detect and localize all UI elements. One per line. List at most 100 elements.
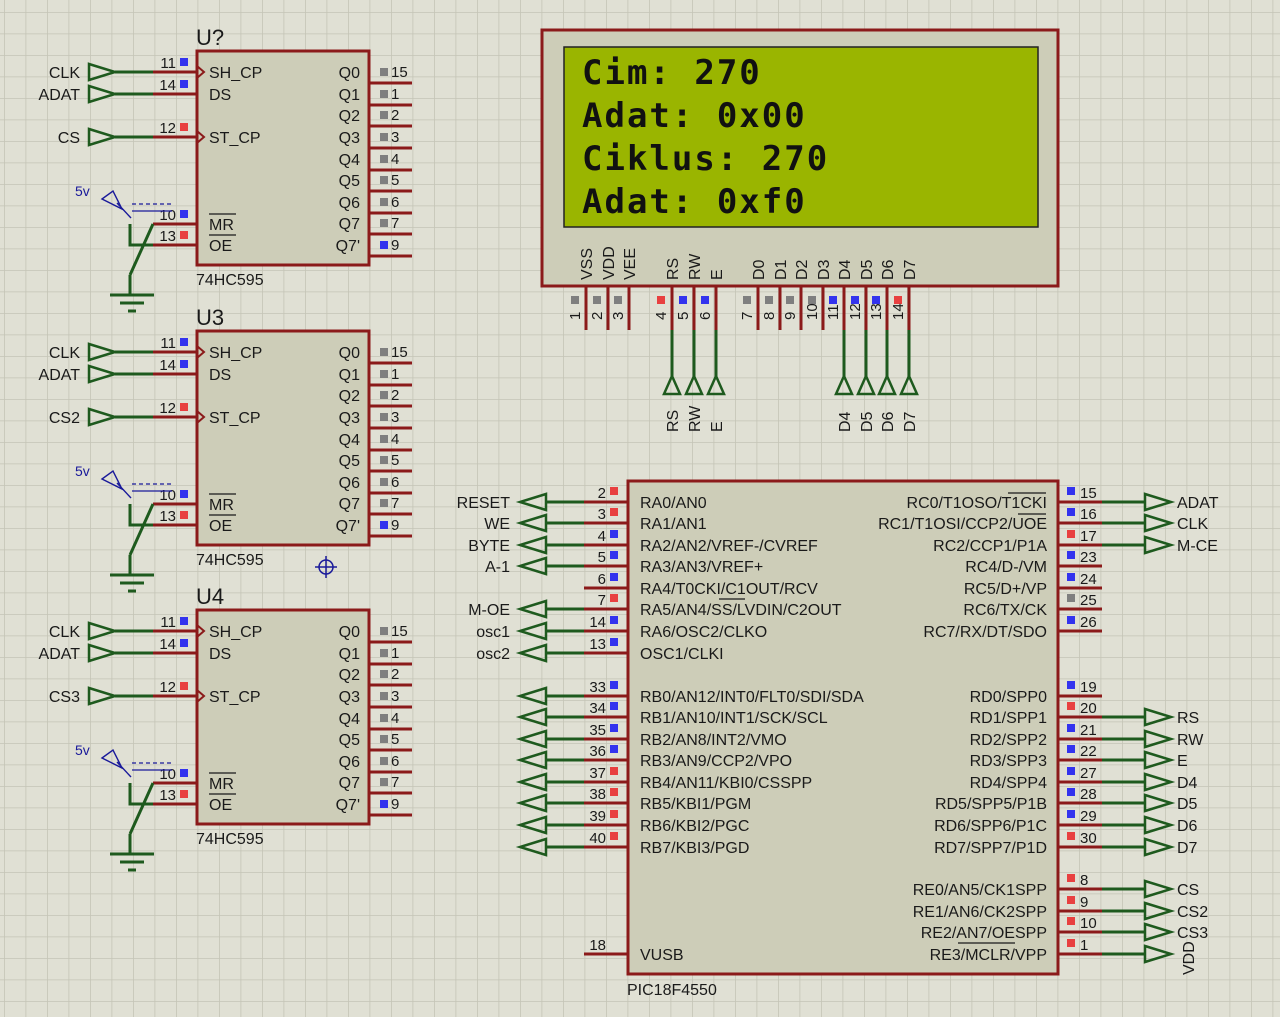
net-terminal-d7-icon[interactable]	[899, 372, 919, 396]
net-terminal-d6-icon[interactable]	[1143, 815, 1176, 835]
net-terminal-rs-icon[interactable]	[1143, 707, 1176, 727]
pin-q7b[interactable]: Q7'9	[336, 796, 412, 817]
pin-q7b[interactable]: Q7'9	[336, 517, 412, 538]
lcd-pin-e[interactable]: E6E	[697, 269, 726, 432]
net-terminal-adat-icon[interactable]	[87, 643, 120, 663]
net-terminal-rb-icon[interactable]	[515, 686, 548, 706]
net-terminal-rb-icon[interactable]	[515, 793, 548, 813]
net-terminal-m-ce-icon[interactable]	[1143, 535, 1176, 555]
net-terminal-rb-icon[interactable]	[515, 837, 548, 857]
net-terminal-rb-icon[interactable]	[515, 772, 548, 792]
shift-register-u4[interactable]: U474HC59511SH_CPCLK14DSADAT12ST_CPCS310M…	[39, 584, 412, 872]
net-terminal-clk-icon[interactable]	[87, 342, 120, 362]
net-terminal-d5-icon[interactable]	[856, 372, 876, 396]
net-terminal-we-icon[interactable]	[515, 513, 548, 533]
net-terminal-byte-icon[interactable]	[515, 535, 548, 555]
net-terminal-rw-icon[interactable]	[1143, 729, 1176, 749]
net-terminal-cs2-icon[interactable]	[87, 407, 120, 427]
chip-body[interactable]	[195, 608, 371, 826]
net-terminal-adat-icon[interactable]	[87, 364, 120, 384]
net-terminal-cs-icon[interactable]	[1143, 879, 1176, 899]
net-terminal-clk-icon[interactable]	[87, 621, 120, 641]
net-terminal-clk-icon[interactable]	[87, 62, 120, 82]
lcd-pin-d0[interactable]: D07	[739, 259, 768, 330]
shift-register-u3[interactable]: U374HC59511SH_CPCLK14DSADAT12ST_CPCS210M…	[39, 305, 412, 593]
net-terminal-d6-icon[interactable]	[877, 372, 897, 396]
net-terminal-rw-icon[interactable]	[684, 372, 704, 396]
chip-body[interactable]	[626, 479, 1060, 976]
net-terminal-e-icon[interactable]	[706, 372, 726, 396]
net-terminal-d7-icon[interactable]	[1143, 837, 1176, 857]
net-terminal-cs-icon[interactable]	[87, 127, 120, 147]
lcd-pin-d2[interactable]: D29	[782, 259, 811, 330]
net-terminal-d5-icon[interactable]	[1143, 793, 1176, 813]
net-terminal-rb-icon[interactable]	[515, 729, 548, 749]
net-terminal-osc1-icon[interactable]	[515, 621, 548, 641]
shift-register-uq[interactable]: U?74HC59511SH_CPCLK14DSADAT12ST_CPCS10MR…	[39, 25, 412, 313]
lcd-pin-d1[interactable]: D18	[761, 259, 790, 330]
net-terminal-reset-icon[interactable]	[515, 492, 548, 512]
net-terminal-cs3-icon[interactable]	[87, 686, 120, 706]
